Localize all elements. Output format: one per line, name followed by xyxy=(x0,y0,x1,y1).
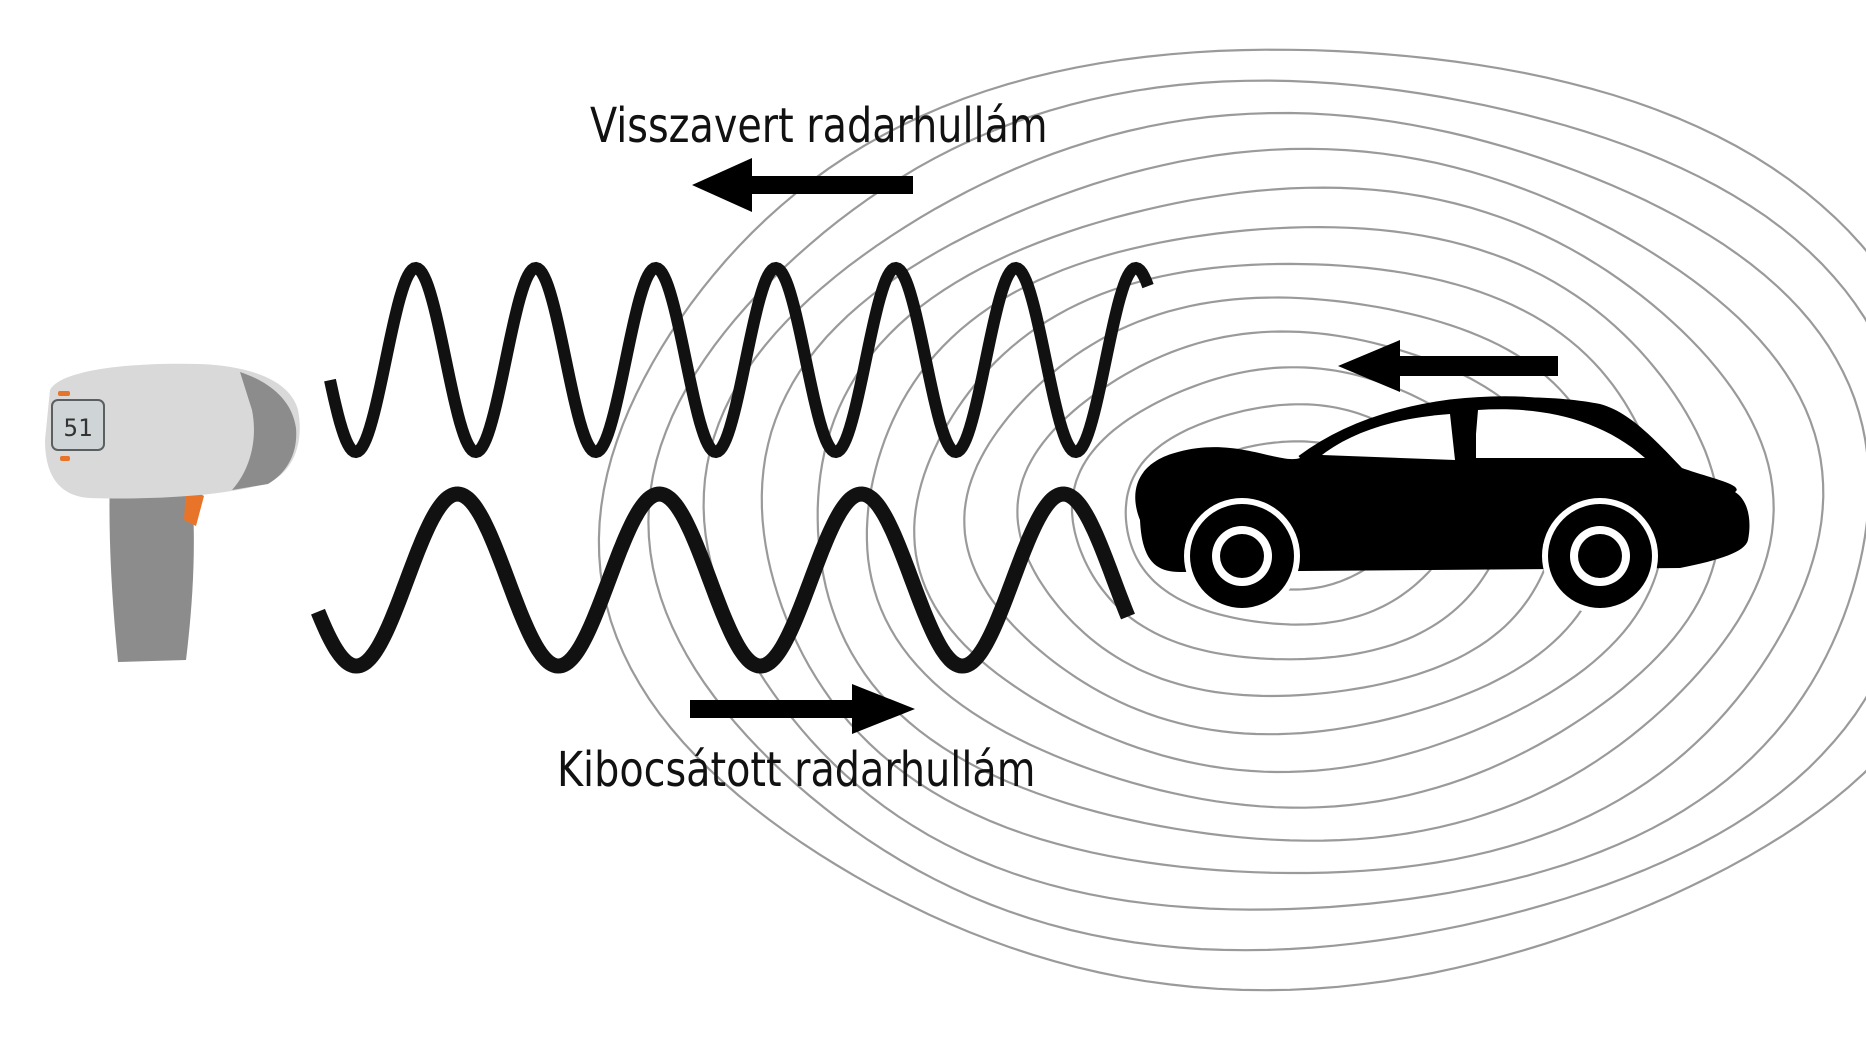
reflection-ring xyxy=(816,186,1775,842)
radar-speed-gun-icon: 51 xyxy=(45,363,300,662)
reflected-arrow-icon xyxy=(692,158,913,212)
reflection-rings xyxy=(597,48,1866,992)
reflection-ring xyxy=(963,296,1610,736)
radar-display-reading: 51 xyxy=(64,414,93,442)
reflected-wave-label: Visszavert radarhullám xyxy=(590,98,1048,154)
reflection-ring xyxy=(597,48,1866,992)
emitted-wave-label: Kibocsátott radarhullám xyxy=(557,742,1036,798)
reflection-ring xyxy=(865,225,1721,809)
reflection-ring xyxy=(702,111,1866,911)
reflection-ring xyxy=(647,79,1866,952)
reflection-ring xyxy=(913,262,1665,774)
emitted-wave xyxy=(311,486,1135,674)
car-motion-arrow-icon xyxy=(1338,340,1558,392)
reflected-wave xyxy=(324,261,1154,459)
emitted-arrow-icon xyxy=(690,684,915,734)
car-icon xyxy=(1135,396,1750,614)
reflection-ring xyxy=(760,147,1825,875)
